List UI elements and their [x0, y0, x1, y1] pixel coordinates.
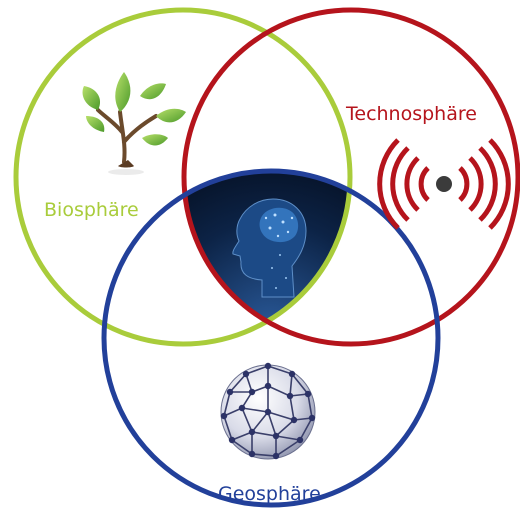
- biosphere-circle: [13, 7, 353, 347]
- geosphere-circle: [101, 168, 441, 508]
- network-globe-icon: [220, 362, 316, 460]
- plant-sprout-icon: [82, 72, 186, 175]
- biosphere-label: Biosphäre: [44, 199, 139, 221]
- radio-signal-icon: [377, 138, 511, 230]
- geosphere-label: Geosphäre: [218, 483, 321, 505]
- technosphere-circle: [181, 7, 520, 347]
- human-head-brain-icon: [232, 198, 307, 298]
- technosphere-label: Technosphäre: [346, 103, 477, 125]
